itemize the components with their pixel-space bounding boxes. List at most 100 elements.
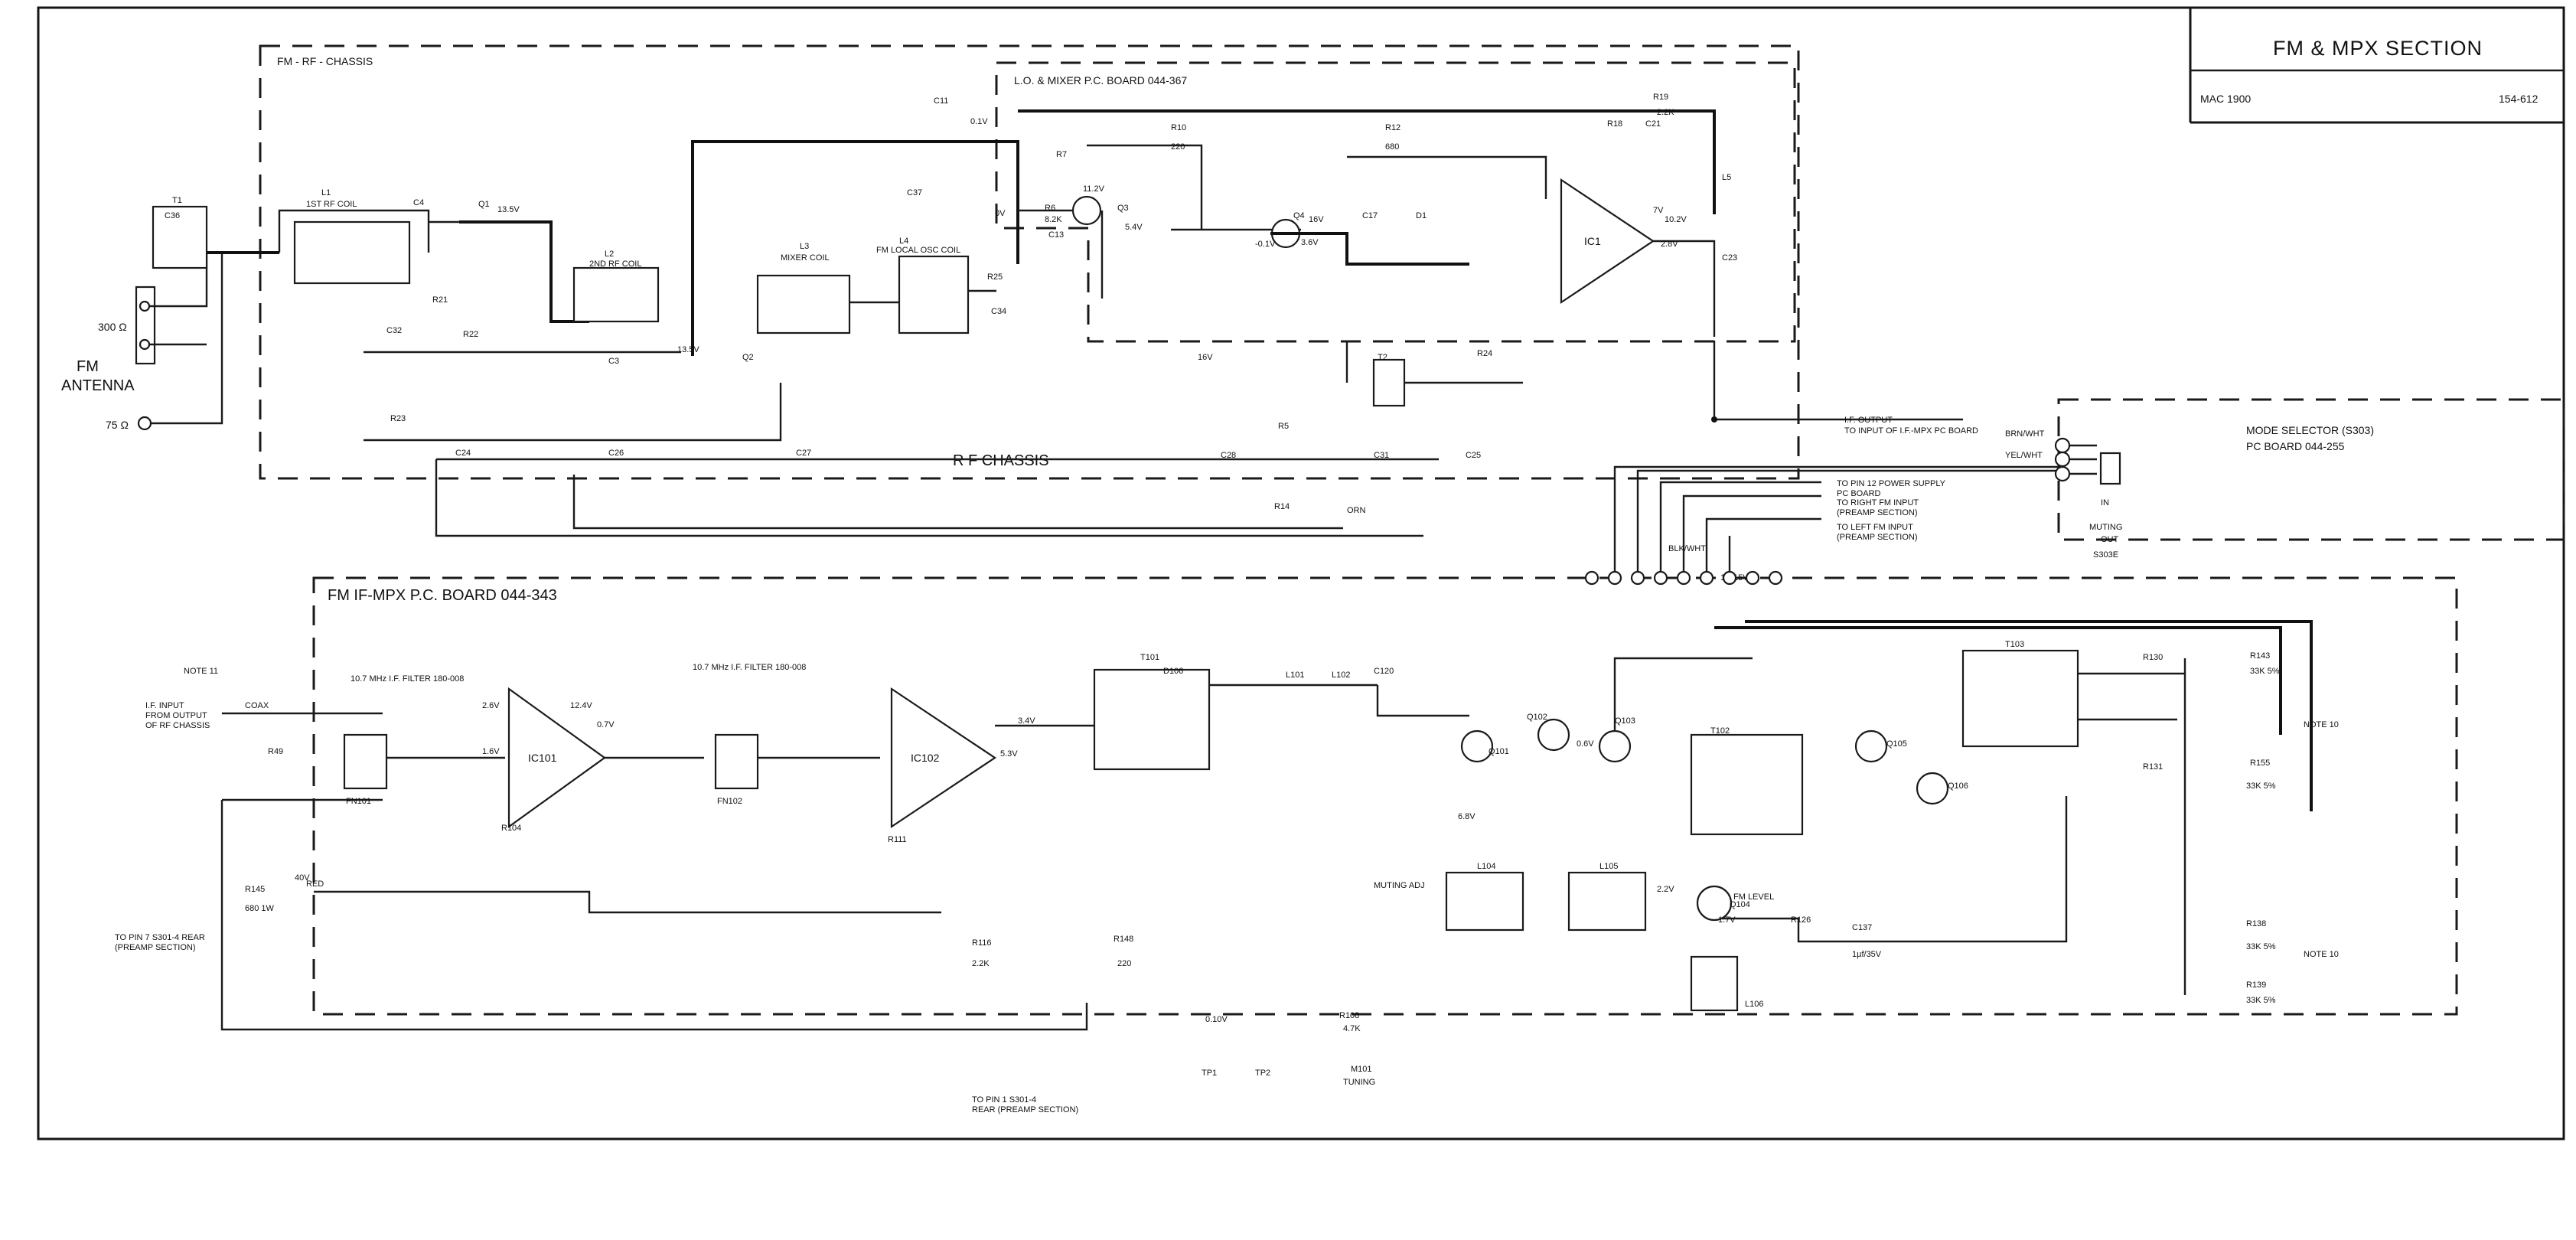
label-c28: C28: [1221, 451, 1236, 460]
label-t1: T1: [172, 196, 182, 205]
t103-label: T103: [2005, 640, 2024, 649]
tp2-label: TP2: [1255, 1069, 1270, 1078]
label-c24: C24: [455, 449, 471, 458]
label-c32: C32: [386, 326, 402, 335]
volt-19: 2.2V: [1657, 885, 1674, 894]
muting-label: MUTING: [2089, 523, 2122, 532]
fn101-label: FN101: [346, 797, 371, 806]
label-c21: C21: [1645, 119, 1661, 129]
if-output-label: I.F. OUTPUT: [1844, 416, 1893, 425]
rf-wiring: [278, 140, 1439, 537]
model-text: MAC 1900: [2200, 93, 2251, 105]
yel-wht-label: YEL/WHT: [2005, 451, 2043, 460]
label-q1-volt: 13.5V: [497, 205, 520, 214]
label-r108: R108: [1339, 1011, 1359, 1020]
fm-rf-chassis-outline: [259, 44, 1800, 480]
label-r12-value: 680: [1385, 142, 1399, 152]
label-r21: R21: [432, 295, 448, 305]
label-c27: C27: [796, 449, 811, 458]
volt-23: 40V: [295, 873, 310, 883]
label-q105: Q105: [1886, 739, 1907, 749]
label-l1: L1: [321, 188, 331, 197]
volt-7: 10.2V: [1665, 215, 1687, 224]
to-right-label-2: (PREAMP SECTION): [1837, 508, 1918, 517]
drawing-border: [37, 6, 2565, 1140]
drawing-number: 154-612: [2499, 93, 2539, 105]
rf-chassis-label: R F CHASSIS: [953, 452, 1049, 469]
label-r116-value: 2.2K: [972, 959, 990, 968]
label-r19-value: 2.2K: [1657, 108, 1674, 117]
to-pin7-label: TO PIN 7 S301-4 REAR: [115, 933, 205, 942]
volt-12: 12.4V: [570, 701, 592, 710]
label-l102: L102: [1332, 671, 1350, 680]
red-label: RED: [306, 879, 324, 889]
voltage-labels: 0.1V 13.5V 0V 11.2V 5.4V 3.6V 7V 10.2V 2…: [295, 117, 1749, 1024]
label-r139-value: 33K 5%: [2246, 996, 2276, 1005]
fm-rf-chassis-label: FM - RF - CHASSIS: [277, 55, 373, 67]
to-left-label: TO LEFT FM INPUT: [1837, 523, 1913, 532]
l105-label: L105: [1599, 862, 1618, 871]
label-c34: C34: [991, 307, 1006, 316]
volt-24: 0.10V: [1205, 1015, 1228, 1024]
label-r155: R155: [2250, 759, 2270, 768]
label-r104: R104: [501, 824, 521, 833]
label-r143-value: 33K 5%: [2250, 667, 2280, 676]
volt-5: 3.6V: [1301, 238, 1319, 247]
label-r5: R5: [1278, 422, 1289, 431]
coax-label: COAX: [245, 701, 269, 710]
fn102-label: FN102: [717, 797, 742, 806]
note10b-label: NOTE 10: [2304, 950, 2339, 959]
label-c137-value: 1µf/35V: [1852, 950, 1882, 959]
label-r138-value: 33K 5%: [2246, 942, 2276, 951]
mode-selector-switch: MUTING IN OUT S303E: [2054, 437, 2122, 560]
label-l101: L101: [1286, 671, 1304, 680]
label-l2-value: 2ND RF COIL: [589, 259, 641, 269]
to-pin7-label-2: (PREAMP SECTION): [115, 943, 196, 952]
label-q101: Q101: [1489, 747, 1509, 756]
antenna-label-2: ANTENNA: [61, 377, 135, 394]
mode-selector-board-label: PC BOARD 044-255: [2246, 440, 2345, 452]
label-r7: R7: [1056, 150, 1067, 159]
volt-9: 16V: [1198, 353, 1213, 362]
label-r126: R126: [1791, 915, 1811, 925]
antenna-300-ohm: 300 Ω: [98, 321, 127, 333]
volt-2: 0V: [995, 209, 1006, 218]
label-fn102-value: 10.7 MHz I.F. FILTER 180-008: [693, 663, 806, 672]
l106-label: L106: [1745, 1000, 1763, 1009]
t102-label: T102: [1710, 726, 1730, 736]
volt-4: 5.4V: [1125, 223, 1143, 232]
antenna-75-ohm: 75 Ω: [106, 419, 129, 431]
to-right-label: TO RIGHT FM INPUT: [1837, 498, 1919, 507]
volt-20: 0.6V: [1577, 739, 1594, 749]
volt-6: 7V: [1653, 206, 1664, 215]
volt-22: 15V: [1733, 573, 1749, 582]
volt-8: 2.8V: [1661, 240, 1678, 249]
label-c26: C26: [608, 449, 624, 458]
label-r131: R131: [2143, 762, 2163, 772]
label-c11: C11: [934, 96, 948, 106]
label-c3: C3: [608, 357, 619, 366]
label-c4: C4: [413, 198, 424, 207]
label-r155-value: 33K 5%: [2246, 782, 2276, 791]
if-input-label: I.F. INPUT: [145, 701, 184, 710]
label-r145-value: 680 1W: [245, 904, 275, 913]
to-left-label-2: (PREAMP SECTION): [1837, 533, 1918, 542]
to-pin12-label: TO PIN 12 POWER SUPPLY: [1837, 479, 1946, 488]
muting-adj-label: MUTING ADJ: [1374, 881, 1425, 890]
label-r19: R19: [1653, 93, 1668, 102]
component-labels: T1 C36 L1 1ST RF COIL C4 Q1 13.5V L2 2ND…: [165, 93, 2280, 1087]
mode-selector-outline: [2057, 398, 2565, 541]
label-c23: C23: [1722, 253, 1737, 263]
label-r145: R145: [245, 885, 265, 894]
label-l4-value: FM LOCAL OSC COIL: [876, 246, 960, 255]
label-q3: Q3: [1117, 204, 1129, 213]
label-r138: R138: [2246, 919, 2266, 928]
label-q1: Q1: [478, 200, 490, 209]
orn-label: ORN: [1347, 506, 1366, 515]
connector-row: [1584, 570, 1783, 586]
to-pin12-label-2: PC BOARD: [1837, 489, 1881, 498]
title-block: FM & MPX SECTION MAC 1900 154-612: [2189, 8, 2564, 124]
interconnect: [1613, 465, 2059, 578]
label-c17: C17: [1362, 211, 1378, 220]
